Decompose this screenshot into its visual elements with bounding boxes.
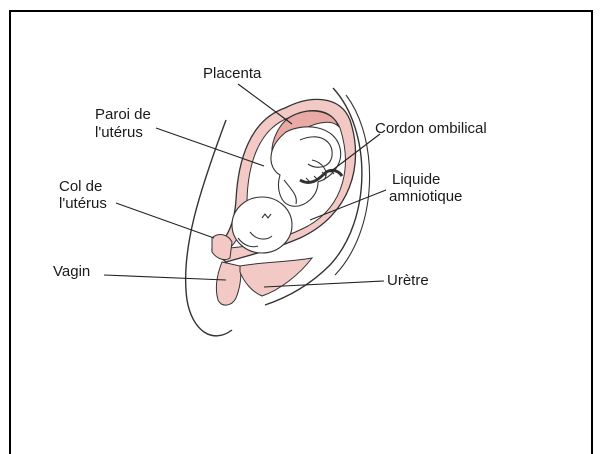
label-placenta: Placenta <box>203 65 261 83</box>
label-vagin: Vagin <box>53 263 90 281</box>
leader-col <box>116 203 214 238</box>
label-paroi-line2: l'utérus <box>95 124 143 142</box>
label-paroi-line1: Paroi de <box>95 106 151 124</box>
leader-vagin <box>104 275 226 280</box>
urethra-bladder-shape <box>240 258 312 296</box>
label-cordon: Cordon ombilical <box>375 120 487 138</box>
leader-placenta <box>238 84 292 124</box>
cervix-shape <box>212 235 232 260</box>
label-liquide-line1: Liquide <box>392 171 440 189</box>
vagina-shape <box>216 262 240 305</box>
label-col-line2: l'utérus <box>59 195 107 213</box>
label-liquide-line2: amniotique <box>389 188 462 206</box>
label-uretre: Urètre <box>387 272 429 290</box>
label-col-line1: Col de <box>59 178 102 196</box>
